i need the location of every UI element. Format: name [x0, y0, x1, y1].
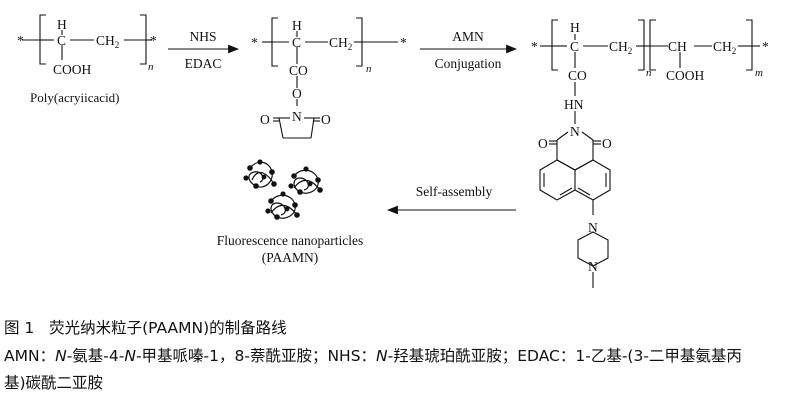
- svg-text:HN: HN: [564, 97, 584, 112]
- svg-text:N: N: [588, 259, 598, 274]
- figure-caption-title: 图 1 荧光纳米粒子(PAAMN)的制备路线: [4, 318, 287, 338]
- svg-text:CH: CH: [668, 39, 687, 54]
- svg-text:CH2: CH2: [329, 35, 352, 52]
- svg-text:COOH: COOH: [53, 62, 92, 77]
- svg-text:C: C: [57, 33, 66, 48]
- figure-caption-continuation: 基)碳酰二亚胺: [4, 374, 104, 392]
- svg-text:H: H: [570, 20, 580, 35]
- svg-text:CH2: CH2: [713, 39, 736, 56]
- svg-text:O: O: [292, 86, 302, 101]
- svg-text:CH2: CH2: [96, 33, 119, 50]
- reaction-scheme: * H C CH2 * n COOH Poly(acryiicacid) NHS…: [17, 14, 769, 288]
- svg-text:n: n: [148, 61, 154, 73]
- svg-text:Poly(acryiicacid): Poly(acryiicacid): [30, 90, 120, 105]
- svg-text:H: H: [57, 17, 67, 32]
- svg-text:O: O: [538, 136, 548, 151]
- svg-text:N: N: [570, 124, 580, 139]
- svg-text:Self-assembly: Self-assembly: [416, 184, 493, 199]
- svg-text:COOH: COOH: [666, 68, 705, 83]
- svg-text:CH2: CH2: [609, 39, 632, 56]
- svg-text:EDAC: EDAC: [185, 56, 222, 71]
- svg-text:*: *: [762, 39, 769, 54]
- svg-text:C: C: [292, 35, 301, 50]
- svg-text:C: C: [570, 39, 579, 54]
- svg-text:*: *: [150, 33, 157, 48]
- svg-text:Conjugation: Conjugation: [435, 56, 502, 71]
- svg-text:O: O: [321, 112, 331, 127]
- svg-text:N: N: [292, 109, 302, 124]
- svg-text:(PAAMN): (PAAMN): [262, 250, 319, 265]
- svg-text:O: O: [260, 112, 270, 127]
- svg-text:H: H: [292, 18, 302, 33]
- svg-text:*: *: [251, 35, 258, 50]
- svg-text:*: *: [17, 33, 24, 48]
- svg-text:NHS: NHS: [189, 29, 216, 44]
- svg-text:Fluorescence nanoparticles: Fluorescence nanoparticles: [217, 233, 364, 248]
- figure-title: 荧光纳米粒子(PAAMN)的制备路线: [49, 319, 287, 337]
- nanoparticle-cluster: [243, 159, 323, 220]
- svg-text:n: n: [366, 63, 372, 75]
- svg-text:N: N: [588, 220, 598, 235]
- svg-text:*: *: [531, 39, 538, 54]
- figure-caption-abbreviations: AMN：N-氨基-4-N-甲基哌嗪-1，8-萘酰亚胺；NHS：N-羟基琥珀酰亚胺…: [4, 347, 742, 365]
- figure-number: 图 1: [4, 319, 35, 337]
- svg-text:AMN: AMN: [452, 29, 484, 44]
- svg-text:CO: CO: [289, 63, 308, 78]
- svg-text:n: n: [646, 67, 652, 79]
- svg-text:m: m: [755, 67, 763, 79]
- svg-text:CO: CO: [568, 68, 587, 83]
- svg-text:O: O: [602, 136, 612, 151]
- svg-text:*: *: [400, 35, 407, 50]
